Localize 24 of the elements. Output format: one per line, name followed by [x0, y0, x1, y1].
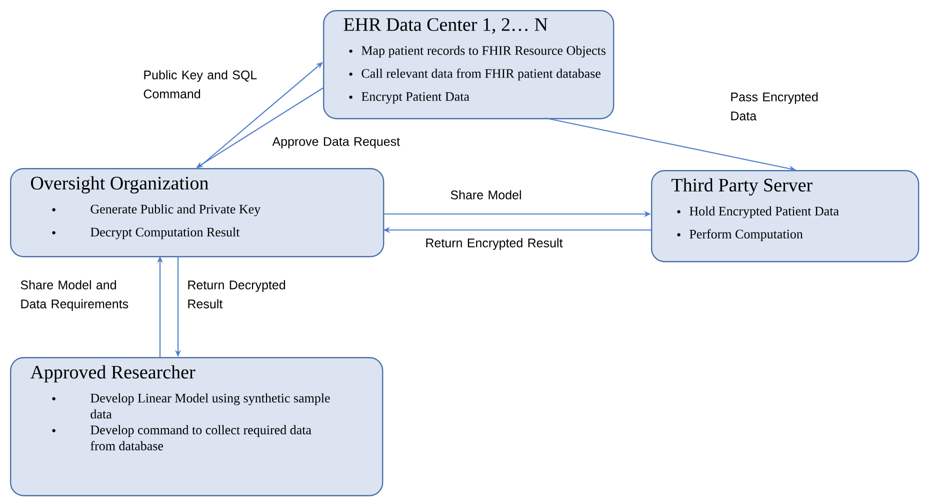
process-box — [323, 10, 614, 120]
edge-label: Return Encrypted Result — [426, 238, 563, 250]
bullet-item: Perform Computation — [677, 229, 803, 242]
bullet-item: Decrypt Computation Result — [52, 227, 240, 240]
bullet-item: Map patient records to FHIR Resource Objects — [349, 46, 606, 58]
bullet-item: Develop command to collect required data from database — [52, 425, 312, 450]
bullet-item: Develop Linear Model using synthetic sample data — [52, 393, 330, 418]
process-box — [651, 170, 920, 262]
edge-label: Pass Encrypted Data — [731, 92, 818, 120]
edge-label: Approve Data Request — [272, 137, 400, 148]
edge-label: Return Decrypted Result — [188, 280, 286, 308]
bullet-item: Call relevant data from FHIR patient database — [349, 68, 600, 81]
process-box — [10, 357, 384, 496]
bullet-item: Encrypt Patient Data — [349, 92, 470, 104]
box-heading: EHR Data Center 1, 2… N — [344, 18, 548, 34]
bullet-item: Generate Public and Private Key — [52, 204, 261, 216]
edge-label: Share Model — [450, 190, 521, 200]
edge-label: Share Model and Data Requirements — [20, 280, 128, 311]
box-heading: Third Party Server — [672, 178, 812, 196]
box-heading: Oversight Organization — [31, 176, 208, 194]
box-heading: Approved Researcher — [30, 365, 196, 382]
bullet-item: Hold Encrypted Patient Data — [677, 206, 839, 218]
process-box — [10, 168, 384, 258]
edge-label: Public Key and SQL Command — [144, 70, 257, 98]
